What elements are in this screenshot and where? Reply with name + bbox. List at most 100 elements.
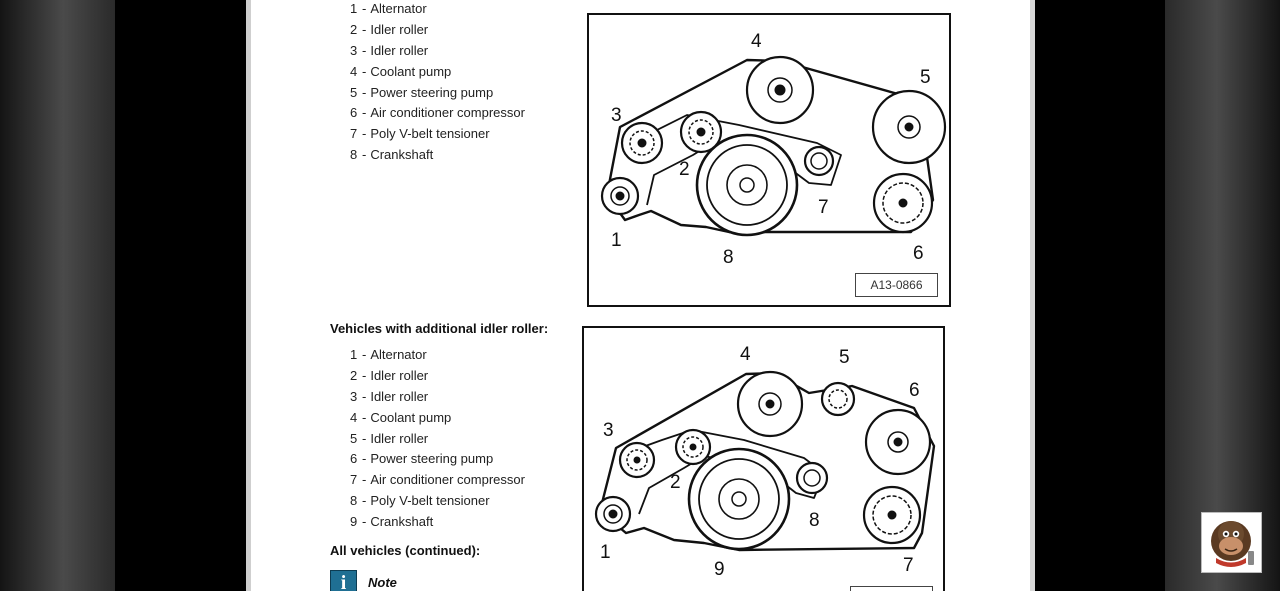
legend-number: 6 xyxy=(350,451,358,467)
legend-separator: - xyxy=(362,388,367,404)
legend-number: 7 xyxy=(350,126,358,142)
legend-number: 5 xyxy=(350,84,358,100)
legend-separator: - xyxy=(362,493,367,509)
legend-separator: - xyxy=(362,367,367,383)
legend-label: Coolant pump xyxy=(370,63,452,79)
legend-label: Air conditioner compressor xyxy=(370,472,525,488)
diagram-callout: 7 xyxy=(903,555,914,576)
diagram-callout: 6 xyxy=(909,380,920,401)
legend-label: Power steering pump xyxy=(370,84,494,100)
legend-item: 8-Crankshaft xyxy=(350,145,525,166)
legend-number: 6 xyxy=(350,105,358,121)
legend-number: 2 xyxy=(350,367,358,383)
legend-number: 8 xyxy=(350,147,358,163)
legend-label: Power steering pump xyxy=(370,451,494,467)
figure-id-label: A13-0866 xyxy=(855,273,938,297)
legend-separator: - xyxy=(362,126,367,142)
legend-separator: - xyxy=(362,472,367,488)
legend-label: Idler roller xyxy=(370,430,429,446)
viewer-background-right xyxy=(1165,0,1280,591)
legend-separator: - xyxy=(362,42,367,58)
legend-label: Crankshaft xyxy=(370,514,434,530)
legend-item: 4-Coolant pump xyxy=(350,408,525,429)
legend-item: 3-Idler roller xyxy=(350,41,525,62)
legend-separator: - xyxy=(362,347,367,362)
belt-diagram-top-drawing: 1 2 3 4 5 6 7 8 xyxy=(600,31,947,268)
legend-label: Poly V-belt tensioner xyxy=(370,126,490,142)
legend-number: 3 xyxy=(350,388,358,404)
all-vehicles-heading: All vehicles (continued): xyxy=(330,543,481,558)
legend-item: 1-Alternator xyxy=(350,0,525,20)
note-label: Note xyxy=(368,575,397,590)
legend-label: Alternator xyxy=(370,347,427,362)
legend-top-list: 1-Alternator 2-Idler roller 3-Idler roll… xyxy=(350,0,525,166)
legend-item: 6-Power steering pump xyxy=(350,449,525,470)
legend-label: Idler roller xyxy=(370,42,429,58)
diagram-callout: 6 xyxy=(913,243,924,264)
diagram-callout: 1 xyxy=(600,542,611,563)
belt-diagram-top: 1 2 3 4 5 6 7 8 A13-0866 xyxy=(587,13,951,307)
diagram-callout: 7 xyxy=(818,197,829,218)
figure-id-label-cropped xyxy=(850,586,933,591)
diagram-callout: 5 xyxy=(920,67,931,88)
legend-item: 1-Alternator xyxy=(350,345,525,366)
legend-label: Crankshaft xyxy=(370,147,434,163)
legend-number: 8 xyxy=(350,493,358,509)
diagram-callout: 4 xyxy=(751,31,762,52)
viewer-background-left xyxy=(0,0,115,591)
legend-number: 4 xyxy=(350,63,358,79)
legend-label: Coolant pump xyxy=(370,409,452,425)
diagram-callout: 8 xyxy=(809,510,820,531)
legend-label: Idler roller xyxy=(370,21,429,37)
legend-item: 8-Poly V-belt tensioner xyxy=(350,491,525,512)
legend-separator: - xyxy=(362,1,367,16)
legend-item: 5-Power steering pump xyxy=(350,83,525,104)
legend-separator: - xyxy=(362,147,367,163)
diagram-callout: 1 xyxy=(611,230,622,251)
legend-separator: - xyxy=(362,409,367,425)
legend-number: 9 xyxy=(350,514,358,530)
legend-item: 2-Idler roller xyxy=(350,20,525,41)
legend-number: 5 xyxy=(350,430,358,446)
legend-number: 4 xyxy=(350,409,358,425)
legend-item: 7-Poly V-belt tensioner xyxy=(350,124,525,145)
legend-item: 7-Air conditioner compressor xyxy=(350,470,525,491)
legend-bottom-list: 1-Alternator 2-Idler roller 3-Idler roll… xyxy=(350,345,525,533)
belt-diagram-bottom-drawing: 1 2 3 4 5 6 7 8 9 xyxy=(594,344,936,580)
belt-diagram-bottom: 1 2 3 4 5 6 7 8 9 xyxy=(582,326,945,591)
legend-separator: - xyxy=(362,63,367,79)
legend-number: 2 xyxy=(350,21,358,37)
legend-number: 1 xyxy=(350,347,358,362)
legend-label: Poly V-belt tensioner xyxy=(370,493,490,509)
legend-number: 3 xyxy=(350,42,358,58)
legend-item: 3-Idler roller xyxy=(350,387,525,408)
legend-label: Idler roller xyxy=(370,367,429,383)
legend-label: Alternator xyxy=(370,1,427,16)
legend-number: 7 xyxy=(350,472,358,488)
page-edge-right xyxy=(1030,0,1035,591)
diagram-callout: 5 xyxy=(839,347,850,368)
legend-separator: - xyxy=(362,84,367,100)
page-edge-left xyxy=(246,0,251,591)
legend-separator: - xyxy=(362,21,367,37)
gorilla-mascot-icon[interactable] xyxy=(1201,512,1262,573)
info-icon: i xyxy=(330,570,357,591)
diagram-callout: 4 xyxy=(740,344,751,365)
document-page: 1-Alternator 2-Idler roller 3-Idler roll… xyxy=(251,0,1030,591)
diagram-callout: 3 xyxy=(603,420,614,441)
legend-item: 6-Air conditioner compressor xyxy=(350,103,525,124)
legend-separator: - xyxy=(362,430,367,446)
diagram-callout: 9 xyxy=(714,559,725,580)
section-heading: Vehicles with additional idler roller: xyxy=(330,321,549,336)
legend-separator: - xyxy=(362,514,367,530)
legend-number: 1 xyxy=(350,1,358,16)
legend-label: Idler roller xyxy=(370,388,429,404)
legend-label: Air conditioner compressor xyxy=(370,105,525,121)
diagram-callout: 2 xyxy=(679,159,690,180)
legend-separator: - xyxy=(362,105,367,121)
legend-item: 9-Crankshaft xyxy=(350,512,525,533)
legend-item: 5-Idler roller xyxy=(350,429,525,450)
legend-item: 2-Idler roller xyxy=(350,366,525,387)
diagram-callout: 3 xyxy=(611,105,622,126)
legend-item: 4-Coolant pump xyxy=(350,62,525,83)
